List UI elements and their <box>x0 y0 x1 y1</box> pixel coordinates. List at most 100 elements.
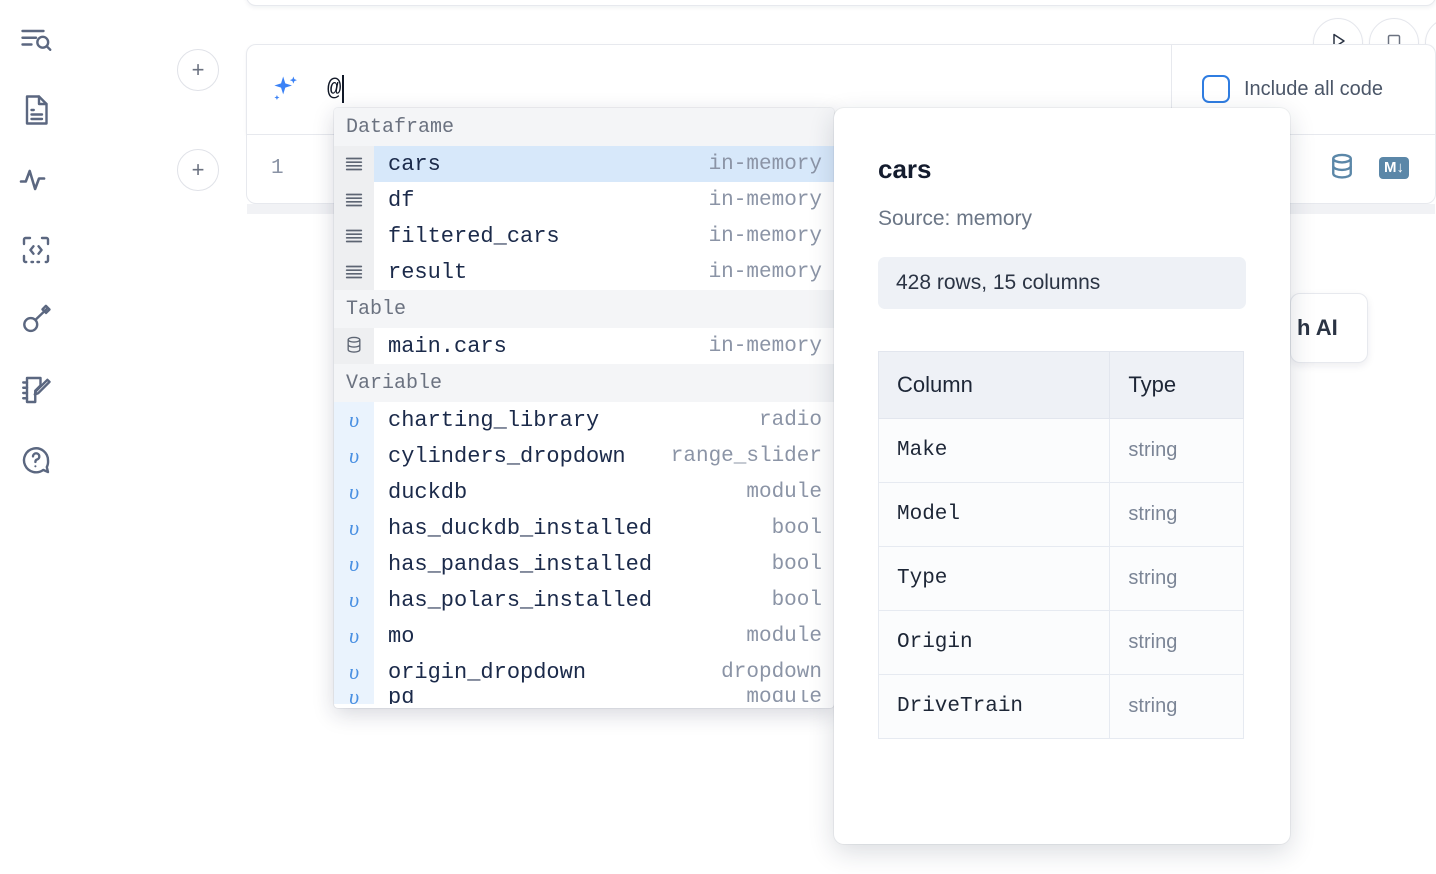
text-caret <box>342 75 345 103</box>
dataframe-icon <box>334 218 374 254</box>
autocomplete-item-name: duckdb <box>388 479 468 505</box>
autocomplete-item-type: bool <box>771 516 822 540</box>
autocomplete-item-type: dropdown <box>721 660 822 684</box>
autocomplete-item-body: filtered_cars in-memory <box>374 218 834 254</box>
autocomplete-item-name: cylinders_dropdown <box>388 443 626 469</box>
doc-column-name: Model <box>877 482 1111 547</box>
variable-icon: υ <box>334 618 374 654</box>
table-database-icon <box>334 328 374 364</box>
sidebar-item-activity[interactable] <box>14 158 58 202</box>
sidebar-item-notebook-edit[interactable] <box>14 368 58 412</box>
variable-icon: υ <box>334 582 374 618</box>
sidebar-item-explore-search[interactable] <box>14 18 58 62</box>
autocomplete-item-name: cars <box>388 151 441 177</box>
autocomplete-item-type: bool <box>771 588 822 612</box>
autocomplete-item-type: module <box>746 624 822 648</box>
plus-icon: + <box>191 57 205 82</box>
doc-column-type: string <box>1109 610 1244 675</box>
autocomplete-item[interactable]: filtered_cars in-memory <box>334 218 834 254</box>
cell-action-icons: M↓ <box>1327 151 1409 185</box>
autocomplete-group-header: Variable <box>334 364 834 402</box>
autocomplete-item-body: pd module <box>374 690 834 704</box>
autocomplete-item-type: in-memory <box>708 152 822 176</box>
sidebar-item-key[interactable] <box>14 298 58 342</box>
variable-icon: υ <box>334 402 374 438</box>
add-cell-button-top[interactable]: + <box>177 49 219 91</box>
sidebar-item-help[interactable] <box>14 438 58 482</box>
autocomplete-item[interactable]: υ has_polars_installed bool <box>334 582 834 618</box>
autocomplete-item-type: in-memory <box>708 188 822 212</box>
autocomplete-item-name: has_duckdb_installed <box>388 515 653 541</box>
include-all-code-checkbox[interactable] <box>1202 75 1230 103</box>
autocomplete-item-type: in-memory <box>708 260 822 284</box>
ai-prompt-input-area[interactable]: @ <box>247 45 1171 133</box>
autocomplete-item-body: df in-memory <box>374 182 834 218</box>
left-sidebar <box>0 0 72 874</box>
autocomplete-item-name: has_pandas_installed <box>388 551 653 577</box>
generate-with-ai-label: h AI <box>1297 315 1338 340</box>
autocomplete-item-type: bool <box>771 552 822 576</box>
doc-source: Source: memory <box>878 207 1033 230</box>
doc-column-name: DriveTrain <box>877 674 1111 739</box>
autocomplete-item[interactable]: df in-memory <box>334 182 834 218</box>
autocomplete-item-type: range_slider <box>670 444 822 468</box>
autocomplete-item-name: filtered_cars <box>388 223 560 249</box>
generate-with-ai-chip[interactable]: h AI <box>1290 293 1368 363</box>
doc-column-type: string <box>1109 546 1244 611</box>
explore-search-icon <box>18 22 54 58</box>
autocomplete-item-body: has_pandas_installed bool <box>374 546 834 582</box>
autocomplete-item-name: pd <box>388 690 415 704</box>
doc-table-header-type: Type <box>1109 351 1244 419</box>
autocomplete-item[interactable]: cars in-memory <box>334 146 834 182</box>
autocomplete-item-body: cylinders_dropdown range_slider <box>374 438 834 474</box>
autocomplete-group-header: Table <box>334 290 834 328</box>
ai-prompt-input[interactable]: @ <box>327 69 1171 109</box>
markdown-icon[interactable]: M↓ <box>1379 157 1409 179</box>
code-snippet-icon <box>18 232 54 268</box>
sparkle-icon <box>269 72 303 106</box>
notebook-edit-icon <box>18 372 54 408</box>
autocomplete-item-name: df <box>388 187 415 213</box>
dataframe-icon <box>334 182 374 218</box>
autocomplete-item-body: has_duckdb_installed bool <box>374 510 834 546</box>
dataframe-icon <box>334 146 374 182</box>
doc-table-header-column: Column <box>877 351 1111 419</box>
doc-column-type: string <box>1109 418 1244 483</box>
autocomplete-item-type: module <box>746 690 822 704</box>
help-chat-icon <box>18 442 54 478</box>
autocomplete-item-name: mo <box>388 623 415 649</box>
include-all-code-row[interactable]: Include all code <box>1171 45 1435 133</box>
variable-icon: υ <box>334 690 374 704</box>
sidebar-item-code-snippet[interactable] <box>14 228 58 272</box>
play-icon <box>1326 29 1350 58</box>
autocomplete-item-type: in-memory <box>708 334 822 358</box>
sidebar-item-document[interactable] <box>14 88 58 132</box>
autocomplete-item-type: in-memory <box>708 224 822 248</box>
autocomplete-item-name: has_polars_installed <box>388 587 653 613</box>
activity-icon <box>18 162 54 198</box>
add-cell-button-bottom[interactable]: + <box>177 149 219 191</box>
database-icon[interactable] <box>1327 151 1357 185</box>
